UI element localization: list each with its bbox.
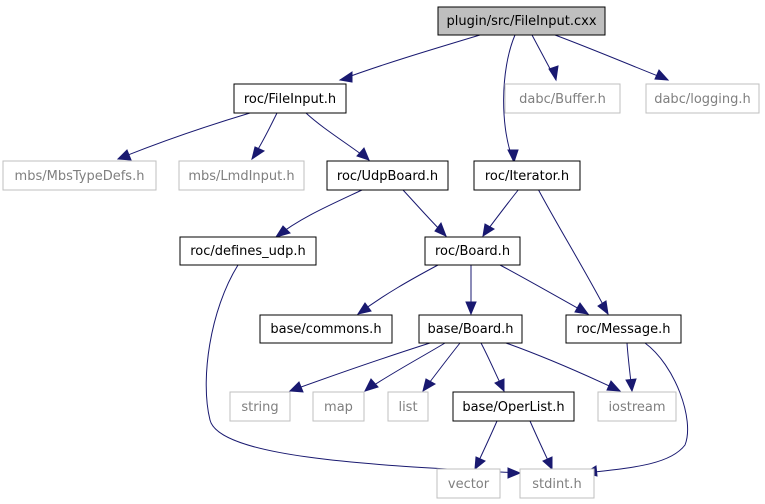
edge-base-board-h-to-string xyxy=(288,342,431,393)
node-iostream: iostream xyxy=(597,391,677,422)
node-vector: vector xyxy=(436,468,501,499)
edge-fileinput-cxx-to-roc-fileinput-h xyxy=(338,34,481,83)
node-roc-defines-udp-h[interactable]: roc/defines_udp.h xyxy=(179,236,317,266)
edge-roc-iterator-h-to-roc-message-h xyxy=(537,188,609,316)
node-dabc-buffer-h: dabc/Buffer.h xyxy=(504,83,621,114)
node-mbs-mbstypedefs-h: mbs/MbsTypeDefs.h xyxy=(2,160,157,191)
edge-base-board-h-to-map xyxy=(364,342,446,392)
node-label: base/commons.h xyxy=(270,322,381,337)
node-base-commons-h[interactable]: base/commons.h xyxy=(259,314,393,344)
edge-roc-message-h-to-iostream xyxy=(625,342,637,393)
edge-roc-fileinput-h-to-roc-udpboard-h xyxy=(305,112,370,161)
node-label: map xyxy=(324,400,353,415)
edge-roc-board-h-to-base-board-h xyxy=(465,265,477,316)
node-label: roc/FileInput.h xyxy=(244,92,336,107)
edge-roc-udpboard-h-to-roc-board-h xyxy=(402,189,447,237)
edge-base-board-h-to-iostream xyxy=(505,342,622,392)
edge-base-board-h-to-list xyxy=(422,342,461,393)
edge-base-operlist-h-to-stdint-h xyxy=(529,420,553,471)
node-string: string xyxy=(229,391,291,422)
node-label: mbs/MbsTypeDefs.h xyxy=(15,169,145,184)
node-label: roc/defines_udp.h xyxy=(190,244,306,259)
node-mbs-lmdinput-h: mbs/LmdInput.h xyxy=(178,160,305,191)
node-roc-message-h[interactable]: roc/Message.h xyxy=(565,314,682,344)
node-label: roc/Board.h xyxy=(435,244,510,259)
edge-roc-defines-udp-h-to-stdint-h xyxy=(205,264,522,479)
node-roc-udpboard-h[interactable]: roc/UdpBoard.h xyxy=(326,160,449,191)
edge-fileinput-cxx-to-roc-iterator-h xyxy=(503,34,519,164)
edge-base-board-h-to-base-operlist-h xyxy=(480,342,505,393)
node-base-operlist-h[interactable]: base/OperList.h xyxy=(452,391,575,422)
edge-roc-udpboard-h-to-roc-defines-udp-h xyxy=(274,189,363,238)
edge-fileinput-cxx-to-dabc-logging-h xyxy=(554,34,670,81)
node-label: mbs/LmdInput.h xyxy=(188,169,294,184)
edge-base-operlist-h-to-vector xyxy=(474,420,498,471)
edge-fileinput-cxx-to-dabc-buffer-h xyxy=(531,34,559,82)
node-label: list xyxy=(398,400,417,415)
node-label: stdint.h xyxy=(532,477,581,492)
graph-nodes: plugin/src/FileInput.cxx roc/FileInput.h… xyxy=(2,6,760,499)
edge-roc-board-h-to-roc-message-h xyxy=(499,264,590,315)
node-label: roc/Message.h xyxy=(577,322,671,337)
graph-edges xyxy=(116,34,689,479)
node-list: list xyxy=(387,391,429,422)
node-label: dabc/Buffer.h xyxy=(519,92,606,107)
node-roc-iterator-h[interactable]: roc/Iterator.h xyxy=(473,160,581,191)
node-label: vector xyxy=(448,477,490,492)
node-map: map xyxy=(312,391,365,422)
node-roc-board-h[interactable]: roc/Board.h xyxy=(424,236,521,266)
node-label: plugin/src/FileInput.cxx xyxy=(446,14,596,29)
edge-roc-fileinput-h-to-mbs-mbstypedefs-h xyxy=(116,112,251,161)
node-label: dabc/logging.h xyxy=(654,92,751,107)
edge-roc-fileinput-h-to-mbs-lmdinput-h xyxy=(251,112,278,161)
node-roc-fileinput-h[interactable]: roc/FileInput.h xyxy=(233,83,347,114)
node-stdint-h: stdint.h xyxy=(519,468,595,499)
node-label: iostream xyxy=(608,400,665,415)
node-label: string xyxy=(241,400,278,415)
node-label: base/Board.h xyxy=(428,322,514,337)
node-label: roc/UdpBoard.h xyxy=(337,169,438,184)
node-base-board-h[interactable]: base/Board.h xyxy=(418,314,523,344)
edge-roc-board-h-to-base-commons-h xyxy=(356,264,439,315)
edge-roc-iterator-h-to-roc-board-h xyxy=(482,188,520,238)
node-plugin-src-fileinput-cxx[interactable]: plugin/src/FileInput.cxx xyxy=(437,6,606,36)
node-label: base/OperList.h xyxy=(462,400,564,415)
node-dabc-logging-h: dabc/logging.h xyxy=(645,83,760,114)
node-label: roc/Iterator.h xyxy=(485,169,569,184)
